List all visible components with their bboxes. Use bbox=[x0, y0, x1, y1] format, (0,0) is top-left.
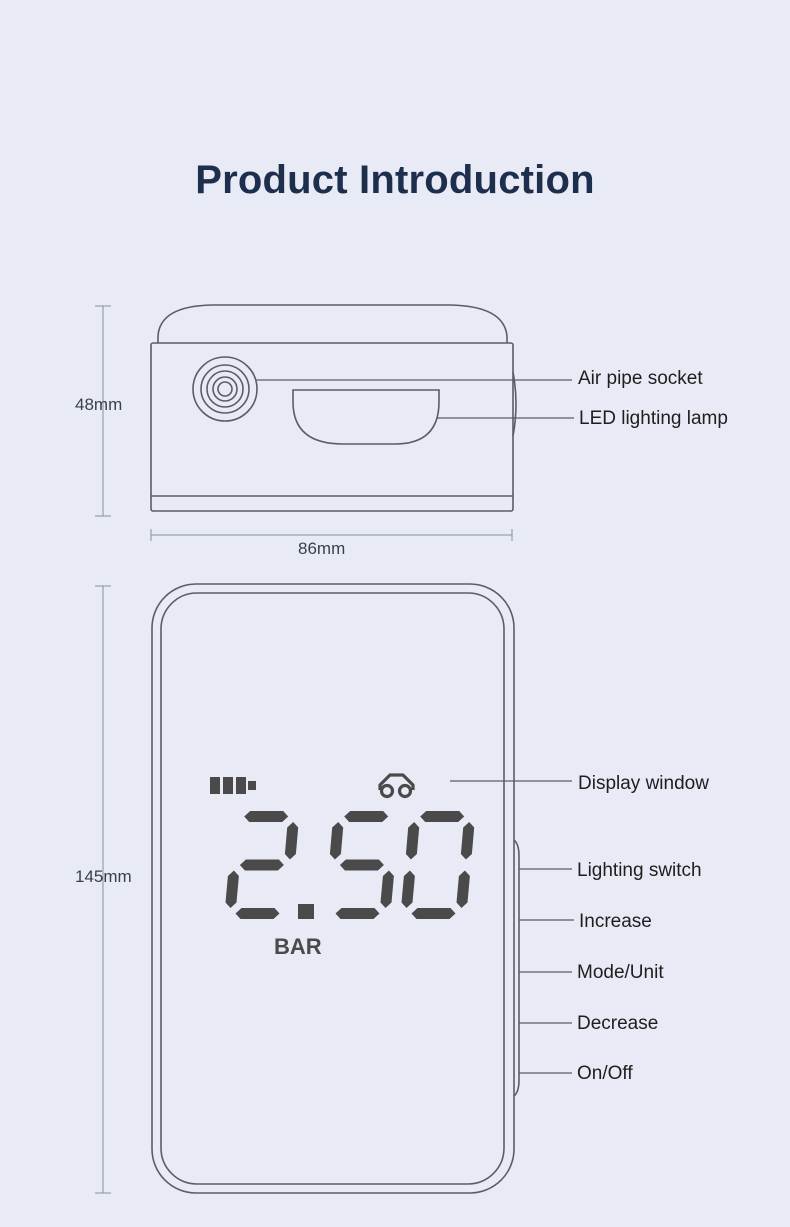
lcd-segment-b bbox=[284, 822, 299, 860]
page-title: Product Introduction bbox=[195, 158, 595, 202]
height-front-label: 145mm bbox=[75, 867, 132, 886]
lcd-segment-g bbox=[239, 859, 284, 871]
top-view bbox=[150, 304, 517, 512]
lcd-segment-d bbox=[235, 908, 280, 919]
width-top-dimension bbox=[150, 529, 513, 541]
label-mode-unit: Mode/Unit bbox=[577, 962, 664, 983]
top-view-cap bbox=[157, 304, 508, 343]
height-top-label: 48mm bbox=[75, 395, 123, 414]
lcd-segment-c bbox=[456, 870, 470, 908]
front-view-outer bbox=[151, 583, 515, 1194]
lcd-reading bbox=[225, 811, 475, 919]
lcd-segment-d bbox=[335, 908, 380, 919]
lcd-segment-f bbox=[329, 822, 344, 860]
lcd-segment-e bbox=[401, 870, 415, 908]
label-air-pipe-socket: Air pipe socket bbox=[578, 368, 703, 389]
front-view-inner bbox=[160, 592, 505, 1185]
top-view-body bbox=[150, 342, 514, 512]
lcd-segment-a bbox=[344, 811, 389, 822]
label-lighting-switch: Lighting switch bbox=[577, 860, 702, 881]
lcd-segment-d bbox=[411, 908, 456, 919]
battery-icon bbox=[210, 777, 256, 794]
label-display-window: Display window bbox=[578, 773, 709, 794]
label-decrease: Decrease bbox=[577, 1013, 659, 1034]
lcd-segment-a bbox=[244, 811, 289, 822]
top-view-side-bump bbox=[512, 371, 517, 437]
lcd-segment-g bbox=[339, 859, 384, 871]
lcd-decimal-point bbox=[298, 904, 314, 919]
led-lamp-icon bbox=[292, 389, 440, 445]
width-top-label: 86mm bbox=[298, 539, 346, 558]
lcd-segment-c bbox=[380, 870, 394, 908]
lcd-segment-b bbox=[460, 822, 475, 860]
car-icon bbox=[378, 773, 415, 799]
height-top-dimension bbox=[95, 305, 111, 517]
height-front-dimension bbox=[95, 585, 111, 1194]
lcd-segment-e bbox=[225, 870, 239, 908]
lcd-segment-a bbox=[420, 811, 465, 822]
air-socket-icon bbox=[192, 356, 258, 422]
side-button-strip bbox=[513, 839, 520, 1097]
front-view bbox=[151, 583, 520, 1194]
label-led-lighting-lamp: LED lighting lamp bbox=[579, 408, 728, 429]
pressure-unit: BAR bbox=[274, 934, 322, 959]
lcd-segment-f bbox=[405, 822, 420, 860]
label-increase: Increase bbox=[579, 911, 652, 932]
label-on-off: On/Off bbox=[577, 1063, 633, 1084]
